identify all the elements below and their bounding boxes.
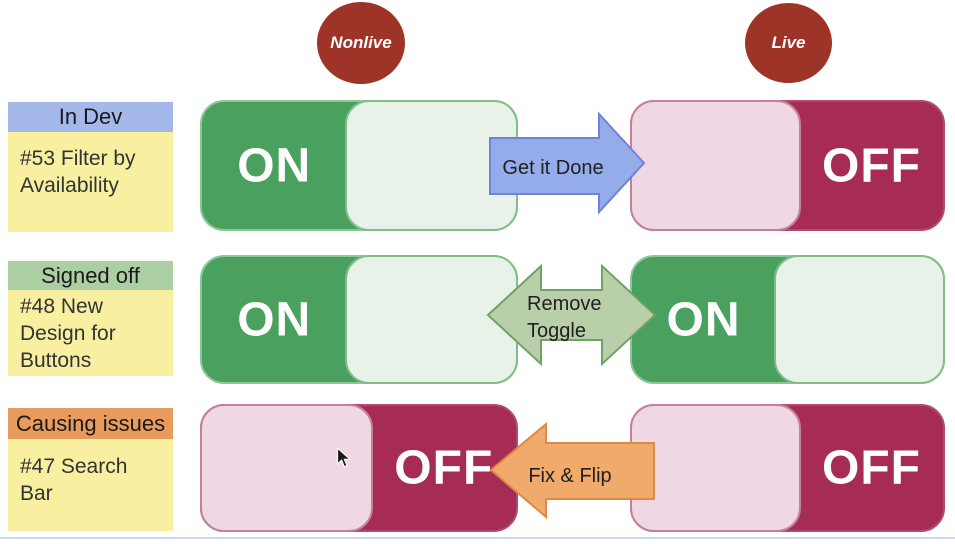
remove-toggle-double-arrow-icon [486, 263, 657, 367]
arrow-label-fix-and-flip: Fix & Flip [528, 465, 612, 487]
feature-card-signed-off: Signed off #48 New Design for Buttons [8, 261, 173, 376]
arrow-label-get-it-done: Get it Done [502, 157, 604, 179]
toggle-row1-live[interactable]: OFF [630, 100, 945, 231]
feature-card-causing-issues: Causing issues #47 Search Bar [8, 408, 173, 531]
status-header: Causing issues [8, 408, 173, 439]
arrow-label-remove-toggle: Remove Toggle [527, 293, 602, 342]
toggle-state-label: OFF [821, 441, 921, 495]
toggle-row1-nonlive[interactable]: ON [200, 100, 518, 231]
toggle-row3-nonlive[interactable]: OFF [200, 404, 518, 532]
get-it-done-right-arrow-icon [489, 111, 646, 215]
toggle-knob [200, 404, 373, 532]
live-environment-label: Live [771, 33, 806, 52]
bottom-divider [0, 537, 955, 539]
feature-name: #53 Filter by Availability [8, 132, 173, 232]
toggle-state-label: ON [666, 293, 741, 346]
feature-name: #47 Search Bar [8, 439, 173, 531]
fix-and-flip-left-arrow-icon [489, 421, 655, 520]
mouse-cursor-icon [336, 447, 352, 468]
toggle-state-label: OFF [394, 441, 494, 495]
status-header: Signed off [8, 261, 173, 290]
toggle-knob [773, 255, 945, 384]
nonlive-environment-label: Nonlive [330, 33, 392, 52]
toggle-knob [630, 404, 802, 532]
toggle-state-label: ON [237, 139, 312, 192]
live-environment-badge: Live [745, 3, 832, 83]
toggle-knob [630, 100, 802, 231]
toggle-state-label: ON [237, 293, 312, 346]
toggle-row3-live[interactable]: OFF [630, 404, 945, 532]
status-header: In Dev [8, 102, 173, 132]
feature-name: #48 New Design for Buttons [8, 290, 173, 376]
nonlive-environment-badge: Nonlive [317, 2, 405, 84]
toggle-knob [345, 255, 518, 384]
toggle-row2-live[interactable]: ON [630, 255, 945, 384]
toggle-state-label: OFF [821, 139, 921, 192]
feature-card-in-dev: In Dev #53 Filter by Availability [8, 102, 173, 232]
toggle-row2-nonlive[interactable]: ON [200, 255, 518, 384]
